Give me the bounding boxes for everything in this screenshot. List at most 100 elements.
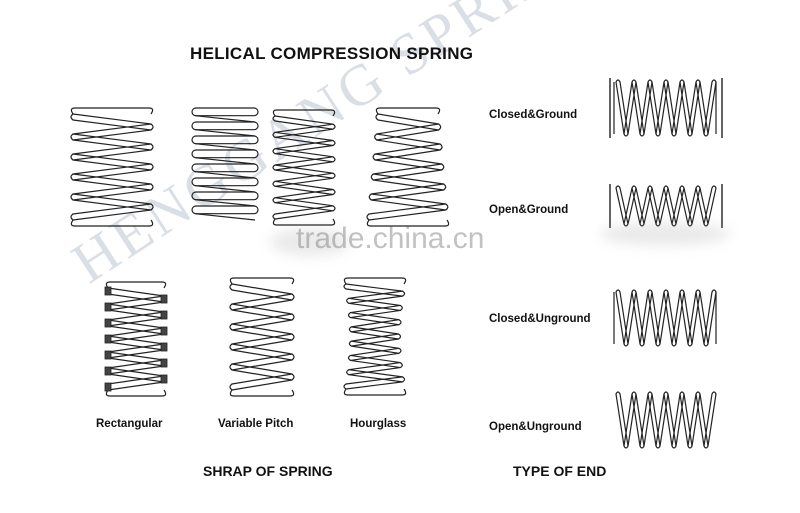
coil-bend bbox=[671, 223, 677, 227]
coil-bend bbox=[399, 362, 403, 369]
coil-bend bbox=[615, 391, 621, 395]
spring-end-top bbox=[70, 107, 154, 115]
wire-section bbox=[104, 334, 112, 344]
coil-bend bbox=[70, 133, 74, 141]
coil-bend bbox=[366, 213, 370, 221]
end-type-label: Closed&Ground bbox=[489, 109, 578, 121]
spring-end-top bbox=[272, 109, 336, 117]
coil-bend bbox=[647, 289, 653, 293]
coil-loop bbox=[191, 121, 259, 131]
coil-bend bbox=[695, 289, 701, 293]
end-section-footer: TYPE OF END bbox=[513, 463, 607, 479]
spring-end-top bbox=[375, 107, 441, 115]
coil-bend bbox=[348, 340, 352, 347]
coil-bend bbox=[150, 203, 154, 211]
coil-bend bbox=[370, 173, 374, 181]
coil-bend bbox=[343, 383, 347, 390]
coil-bend bbox=[348, 326, 352, 333]
coil-bend bbox=[615, 185, 621, 189]
coil-bend bbox=[374, 133, 378, 141]
wire-section bbox=[104, 350, 112, 360]
coil-bend bbox=[291, 373, 295, 381]
coil-bend bbox=[398, 319, 402, 326]
wire-section bbox=[160, 358, 168, 368]
coil-bend bbox=[615, 79, 621, 83]
spring-stacked bbox=[191, 107, 259, 221]
end-type-label: Closed&Unground bbox=[489, 313, 591, 325]
coil-bend bbox=[695, 391, 701, 395]
coil-bend bbox=[332, 205, 336, 212]
coil-bend bbox=[272, 213, 276, 220]
coil-bend bbox=[272, 164, 276, 171]
coil-bend bbox=[291, 333, 295, 341]
coil-bend bbox=[272, 180, 276, 187]
coil-bend bbox=[343, 283, 347, 290]
coil-bend bbox=[70, 173, 74, 181]
coil-bend bbox=[229, 383, 233, 391]
smudge bbox=[270, 228, 350, 256]
coil-bend bbox=[398, 333, 402, 340]
coil-bend bbox=[703, 133, 709, 137]
coil-bend bbox=[150, 163, 154, 171]
coil-bend bbox=[687, 223, 693, 227]
coil-bend bbox=[70, 213, 74, 221]
shape-label: Hourglass bbox=[350, 418, 407, 430]
coil-bend bbox=[631, 391, 637, 395]
coil-bend bbox=[402, 290, 406, 297]
coil-bend bbox=[647, 391, 653, 395]
coil-wire bbox=[194, 143, 256, 151]
coil-bend bbox=[663, 391, 669, 395]
coil-bend bbox=[229, 323, 233, 331]
shape-label: Rectangular bbox=[96, 418, 163, 430]
coil-bend bbox=[70, 113, 74, 121]
coil-bend bbox=[615, 289, 621, 293]
wire-section bbox=[160, 374, 168, 384]
coil-bend bbox=[291, 293, 295, 301]
coil-wire bbox=[194, 185, 256, 193]
wire-section bbox=[104, 382, 112, 392]
wire-section bbox=[104, 286, 112, 296]
shape-label: Variable Pitch bbox=[218, 418, 294, 430]
spring-end-bottom bbox=[70, 219, 154, 227]
coil-bend bbox=[679, 79, 685, 83]
wire-section bbox=[104, 366, 112, 376]
coil-bend bbox=[655, 343, 661, 347]
coil-loop bbox=[191, 149, 259, 159]
spring-open-ground bbox=[609, 184, 723, 228]
coil-bend bbox=[711, 79, 717, 83]
spring-plain bbox=[70, 107, 154, 227]
coil-bend bbox=[368, 193, 372, 201]
coil-bend bbox=[272, 197, 276, 204]
coil-bend bbox=[631, 79, 637, 83]
coil-bend bbox=[402, 376, 406, 383]
coil-loop bbox=[191, 191, 259, 201]
coil-bend bbox=[687, 445, 693, 449]
wire-section bbox=[160, 326, 168, 336]
coil-bend bbox=[623, 343, 629, 347]
coil-bend bbox=[445, 203, 449, 211]
coil-bend bbox=[272, 148, 276, 155]
coil-loop bbox=[191, 177, 259, 187]
coil-wire bbox=[194, 199, 256, 207]
coil-bend bbox=[639, 133, 645, 137]
coil-bend bbox=[703, 445, 709, 449]
coil-bend bbox=[272, 131, 276, 138]
spring-end-bottom bbox=[272, 218, 336, 226]
coil-bend bbox=[655, 223, 661, 227]
coil-wire bbox=[194, 115, 256, 123]
coil-wire bbox=[194, 213, 256, 221]
coil-bend bbox=[229, 343, 233, 351]
coil-bend bbox=[332, 156, 336, 163]
spring-hourglass bbox=[343, 277, 407, 396]
coil-bend bbox=[70, 153, 74, 161]
coil-bend bbox=[150, 143, 154, 151]
coil-bend bbox=[332, 139, 336, 147]
coil-bend bbox=[398, 347, 402, 354]
wire-section bbox=[104, 302, 112, 312]
coil-bend bbox=[443, 183, 447, 191]
coil-bend bbox=[623, 445, 629, 449]
end-type-label: Open&Ground bbox=[489, 204, 569, 216]
coil-bend bbox=[372, 153, 376, 161]
coil-bend bbox=[639, 343, 645, 347]
